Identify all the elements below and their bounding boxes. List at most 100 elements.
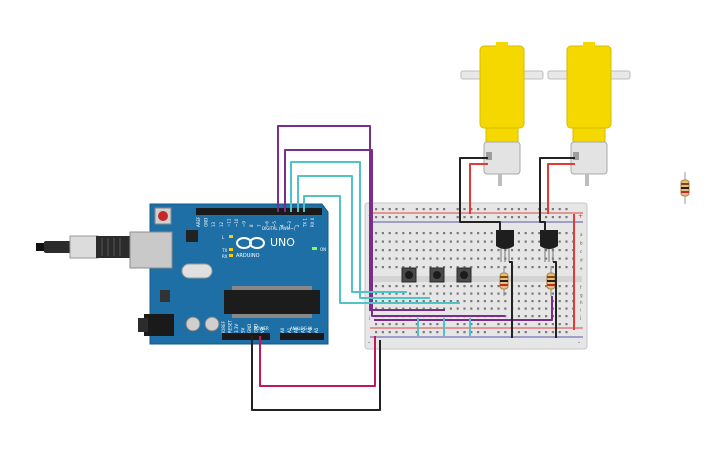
breadboard-hole[interactable] xyxy=(463,331,466,334)
breadboard-hole[interactable] xyxy=(429,232,432,235)
wire-black-emitter-right[interactable] xyxy=(553,261,557,338)
breadboard-hole[interactable] xyxy=(497,216,500,219)
breadboard-hole[interactable] xyxy=(409,257,412,260)
breadboard-hole[interactable] xyxy=(395,240,398,243)
breadboard-hole[interactable] xyxy=(538,249,541,252)
reset-button[interactable] xyxy=(154,207,172,225)
breadboard-hole[interactable] xyxy=(436,300,439,303)
breadboard-hole[interactable] xyxy=(531,257,534,260)
breadboard-hole[interactable] xyxy=(375,331,378,334)
dc-motor-right[interactable] xyxy=(547,42,631,186)
breadboard-hole[interactable] xyxy=(470,208,473,211)
breadboard-hole[interactable] xyxy=(538,285,541,288)
breadboard-hole[interactable] xyxy=(443,257,446,260)
breadboard-hole[interactable] xyxy=(565,216,568,219)
breadboard-hole[interactable] xyxy=(456,300,459,303)
breadboard-hole[interactable] xyxy=(511,216,514,219)
breadboard-hole[interactable] xyxy=(395,232,398,235)
breadboard-hole[interactable] xyxy=(565,307,568,310)
breadboard-hole[interactable] xyxy=(524,315,527,318)
breadboard-hole[interactable] xyxy=(422,208,425,211)
breadboard-hole[interactable] xyxy=(388,285,391,288)
breadboard-hole[interactable] xyxy=(545,331,548,334)
breadboard-hole[interactable] xyxy=(504,300,507,303)
breadboard-hole[interactable] xyxy=(409,285,412,288)
breadboard-hole[interactable] xyxy=(483,249,486,252)
breadboard-hole[interactable] xyxy=(477,208,480,211)
breadboard-hole[interactable] xyxy=(449,232,452,235)
breadboard-hole[interactable] xyxy=(395,292,398,295)
breadboard-hole[interactable] xyxy=(409,266,412,269)
wire-red-motor-left[interactable] xyxy=(469,163,488,214)
breadboard-hole[interactable] xyxy=(415,292,418,295)
breadboard-hole[interactable] xyxy=(558,331,561,334)
wire-purple-3[interactable] xyxy=(374,296,553,321)
breadboard-hole[interactable] xyxy=(415,323,418,326)
breadboard-hole[interactable] xyxy=(456,232,459,235)
breadboard-hole[interactable] xyxy=(497,257,500,260)
breadboard-hole[interactable] xyxy=(402,208,405,211)
breadboard-hole[interactable] xyxy=(402,292,405,295)
breadboard-hole[interactable] xyxy=(422,307,425,310)
breadboard-hole[interactable] xyxy=(504,315,507,318)
breadboard-hole[interactable] xyxy=(558,307,561,310)
pushbutton-1[interactable] xyxy=(401,267,417,283)
breadboard-hole[interactable] xyxy=(497,323,500,326)
resistor-left[interactable] xyxy=(499,266,509,296)
breadboard-hole[interactable] xyxy=(443,232,446,235)
breadboard-hole[interactable] xyxy=(463,208,466,211)
resistor-loose[interactable] xyxy=(680,172,690,204)
breadboard-hole[interactable] xyxy=(402,232,405,235)
breadboard-hole[interactable] xyxy=(531,315,534,318)
breadboard-hole[interactable] xyxy=(524,240,527,243)
breadboard-hole[interactable] xyxy=(402,307,405,310)
breadboard-hole[interactable] xyxy=(375,285,378,288)
breadboard-hole[interactable] xyxy=(456,240,459,243)
breadboard-hole[interactable] xyxy=(463,240,466,243)
breadboard-hole[interactable] xyxy=(531,285,534,288)
breadboard-hole[interactable] xyxy=(429,240,432,243)
breadboard-hole[interactable] xyxy=(449,240,452,243)
breadboard-hole[interactable] xyxy=(483,257,486,260)
breadboard-hole[interactable] xyxy=(517,257,520,260)
breadboard-hole[interactable] xyxy=(531,292,534,295)
breadboard-hole[interactable] xyxy=(381,285,384,288)
breadboard-hole[interactable] xyxy=(449,292,452,295)
breadboard-hole[interactable] xyxy=(388,249,391,252)
breadboard-hole[interactable] xyxy=(409,232,412,235)
breadboard-hole[interactable] xyxy=(483,323,486,326)
breadboard-hole[interactable] xyxy=(517,232,520,235)
breadboard-hole[interactable] xyxy=(538,315,541,318)
breadboard-hole[interactable] xyxy=(477,307,480,310)
breadboard-hole[interactable] xyxy=(470,323,473,326)
breadboard-hole[interactable] xyxy=(524,216,527,219)
breadboard-hole[interactable] xyxy=(551,323,554,326)
breadboard-hole[interactable] xyxy=(565,249,568,252)
breadboard-hole[interactable] xyxy=(375,292,378,295)
breadboard-hole[interactable] xyxy=(477,300,480,303)
breadboard-hole[interactable] xyxy=(483,232,486,235)
transistor-left[interactable] xyxy=(496,230,514,262)
breadboard-hole[interactable] xyxy=(456,249,459,252)
breadboard-hole[interactable] xyxy=(565,240,568,243)
breadboard-hole[interactable] xyxy=(524,323,527,326)
breadboard-hole[interactable] xyxy=(483,300,486,303)
breadboard-hole[interactable] xyxy=(538,257,541,260)
breadboard-hole[interactable] xyxy=(456,216,459,219)
breadboard-hole[interactable] xyxy=(415,300,418,303)
breadboard-hole[interactable] xyxy=(388,216,391,219)
breadboard-hole[interactable] xyxy=(402,331,405,334)
breadboard-hole[interactable] xyxy=(538,232,541,235)
breadboard-hole[interactable] xyxy=(558,266,561,269)
breadboard-hole[interactable] xyxy=(402,257,405,260)
breadboard-hole[interactable] xyxy=(558,208,561,211)
transistor-right[interactable] xyxy=(540,230,558,262)
breadboard-hole[interactable] xyxy=(422,285,425,288)
breadboard-hole[interactable] xyxy=(545,257,548,260)
breadboard-hole[interactable] xyxy=(436,266,439,269)
breadboard-hole[interactable] xyxy=(545,300,548,303)
breadboard-hole[interactable] xyxy=(429,300,432,303)
breadboard-hole[interactable] xyxy=(558,257,561,260)
breadboard-hole[interactable] xyxy=(477,331,480,334)
breadboard-hole[interactable] xyxy=(483,240,486,243)
